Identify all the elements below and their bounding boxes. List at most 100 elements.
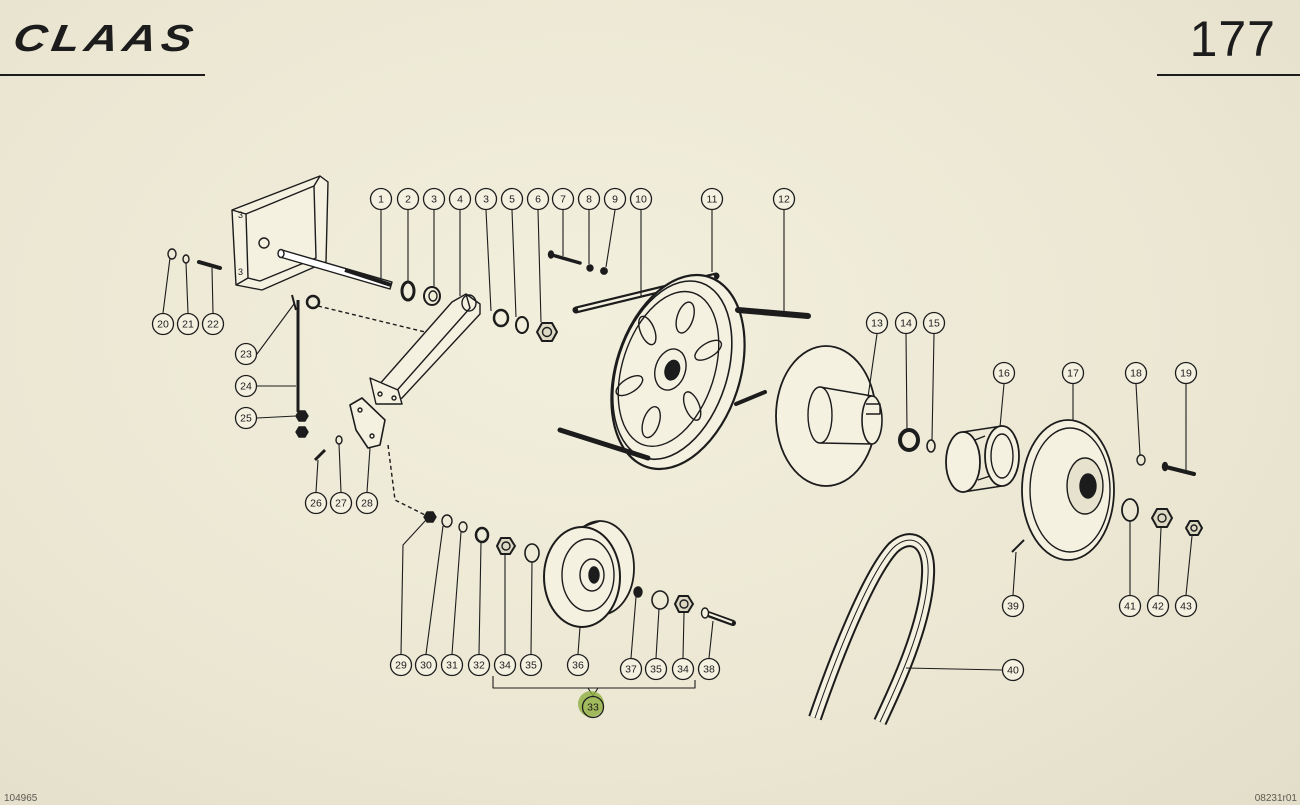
callout-number: 15 [928,318,940,330]
callout-number: 30 [420,660,432,672]
large-pulley [610,273,746,471]
callout-circle [671,657,695,681]
nut [600,267,608,275]
callout-41: 41 [1118,594,1142,618]
callout-11: 11 [700,187,724,211]
callout-number: 39 [1007,601,1019,613]
callout-circle [1001,594,1025,618]
callout-circle [467,653,491,677]
callout-number: 38 [703,664,715,676]
callout-13: 13 [865,311,889,335]
page-number: 177 [1189,11,1276,67]
pin [1011,539,1025,553]
callout-35: 35 [644,657,668,681]
mounting-plate: 3 3 [231,175,329,291]
bolt [547,250,582,265]
callout-number: 4 [457,194,463,206]
callout-32: 32 [467,653,491,677]
plate-mark: 3 [238,210,243,220]
callout-circle [1118,594,1142,618]
callout-circle [865,311,889,335]
bushing [423,286,441,306]
bolt [197,260,222,270]
callout-number: 12 [778,194,790,206]
callout-circle [922,311,946,335]
callout-circle [493,653,517,677]
callout-38: 38 [697,657,721,681]
callout-number: 35 [650,664,662,676]
callout-circle [500,187,524,211]
callout-26: 26 [304,491,328,515]
callout-circle [526,187,550,211]
callout-number: 3 [483,194,489,206]
callout-circle [581,695,605,719]
callout-4: 4 [448,187,472,211]
callout-circle [1124,361,1148,385]
callout-number: 32 [473,660,485,672]
tension-rod [291,294,321,412]
callout-number: 19 [1180,368,1192,380]
callout-circle [422,187,446,211]
circlip [926,439,936,453]
callout-circle [414,653,438,677]
callout-3: 3 [474,187,498,211]
bushing [474,526,490,544]
callout-circle [234,342,258,366]
guide-bar [735,307,811,319]
callout-circle [234,374,258,398]
callout-34: 34 [671,657,695,681]
washer [1121,498,1139,522]
bolt [1161,461,1196,476]
callout-number: 28 [361,498,373,510]
callout-circle [355,491,379,515]
nut [295,426,309,438]
callout-circle [644,657,668,681]
callout-number: 42 [1152,601,1164,613]
callout-2: 2 [396,187,420,211]
washer [524,543,540,563]
callout-7: 7 [551,187,575,211]
header-rule-right [1157,74,1300,76]
callout-circle [151,312,175,336]
callout-8: 8 [577,187,601,211]
callout-circle [1174,594,1198,618]
callout-16: 16 [992,361,1016,385]
callout-29: 29 [389,653,413,677]
bearing [496,537,516,555]
callout-circle [389,653,413,677]
callout-6: 6 [526,187,550,211]
callout-circle [697,657,721,681]
callout-number: 43 [1180,601,1192,613]
footer-left-code: 104965 [4,793,38,804]
callout-1: 1 [369,187,393,211]
callout-37: 37 [619,657,643,681]
callout-number: 2 [405,194,411,206]
callout-18: 18 [1124,361,1148,385]
callout-number: 20 [157,319,169,331]
callout-number: 16 [998,368,1010,380]
callout-number: 13 [871,318,883,330]
callout-circle [603,187,627,211]
bushing [492,308,510,328]
small-washer [1136,454,1146,466]
callout-number: 27 [335,498,347,510]
variator-disc [775,345,883,487]
callout-number: 7 [560,194,566,206]
callout-number: 36 [572,660,584,672]
callout-circle [304,491,328,515]
callout-number: 25 [240,413,252,425]
callout-circle [234,406,258,430]
callout-number: 10 [635,194,647,206]
callout-circle [551,187,575,211]
callout-circle [700,187,724,211]
callout-28: 28 [355,491,379,515]
callout-number: 18 [1130,368,1142,380]
callout-circle [440,653,464,677]
assembly-line [387,444,426,516]
callout-circle [474,187,498,211]
callout-3: 3 [422,187,446,211]
callout-number: 31 [446,660,458,672]
callout-39: 39 [1001,594,1025,618]
callout-5: 5 [500,187,524,211]
callout-25: 25 [234,406,258,430]
